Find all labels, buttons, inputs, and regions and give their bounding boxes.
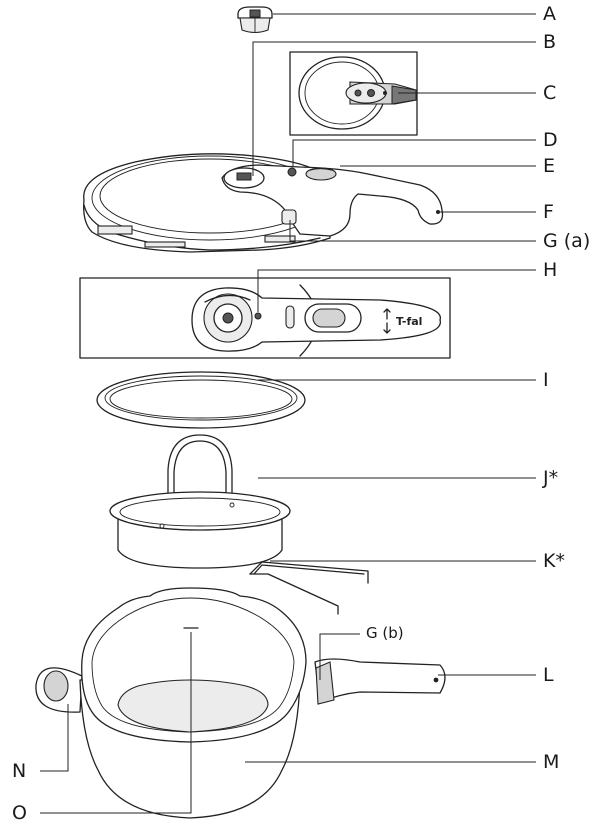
label-c: C [543,82,557,104]
leader-ga [289,220,536,242]
label-a: A [543,3,556,25]
lid-assembly [83,153,444,253]
pot-body [35,587,446,819]
label-o: O [12,802,27,824]
part-i-gasket [96,371,306,429]
part-h-handle-closeup: T-fal [79,277,451,359]
leader-d [292,139,536,166]
leader-o [40,632,192,814]
label-j: J* [543,467,559,489]
part-a-pressure-valve [237,6,273,34]
label-h: H [543,259,558,281]
label-i: I [543,369,549,391]
leader-gb [319,633,360,680]
leader-n [40,704,69,772]
label-m: M [543,751,560,773]
label-n: N [12,760,27,782]
label-d: D [543,129,558,151]
label-b: B [543,31,557,53]
label-e: E [543,155,556,177]
part-j-steam-basket [109,434,291,569]
label-f: F [543,201,554,223]
leader-b [252,41,536,176]
label-g-b: G (b) [366,624,404,642]
label-l: L [543,664,554,686]
part-k-tripod [249,561,369,615]
label-g-a: G (a) [543,230,591,252]
brand-logo: T-fal [396,315,422,328]
part-c-inset-detail [289,51,418,136]
label-k: K* [543,550,565,572]
leader-lines [40,13,536,814]
leader-h [257,269,536,312]
